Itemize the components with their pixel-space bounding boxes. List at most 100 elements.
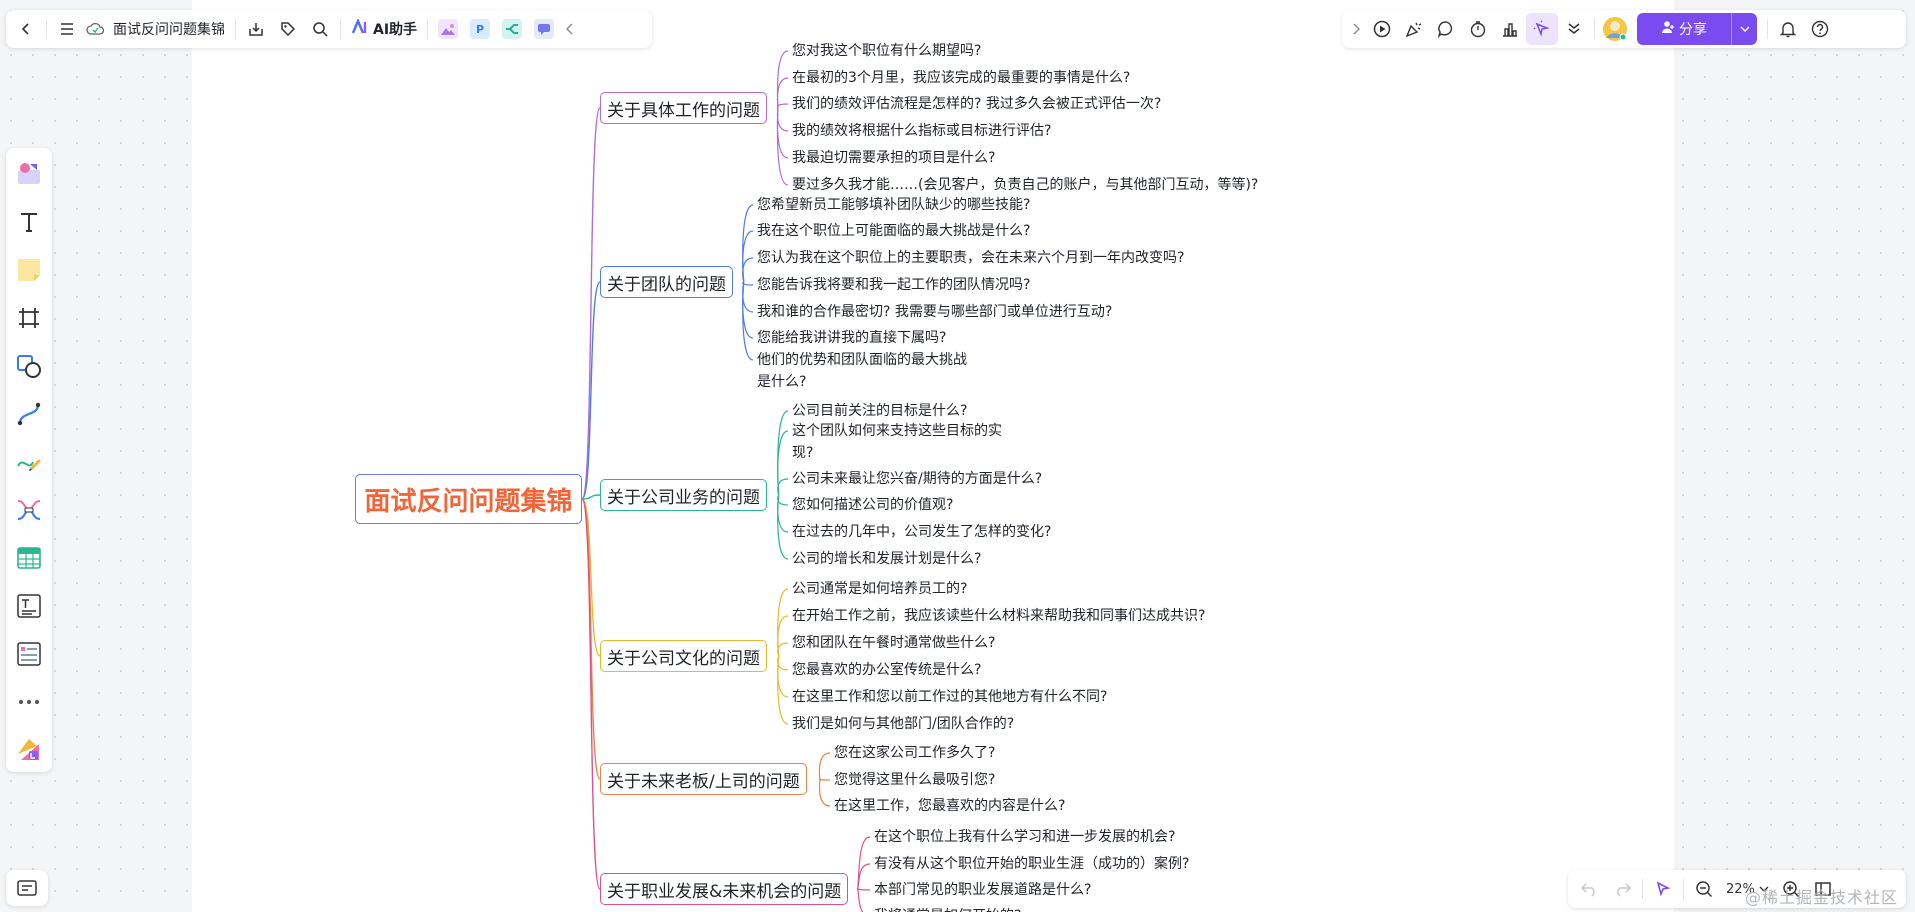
zoom-out-icon[interactable] bbox=[1688, 873, 1720, 905]
text-tool-icon[interactable] bbox=[6, 200, 52, 244]
mindmap-leaf-node[interactable]: 您觉得这里什么最吸引您? bbox=[834, 772, 996, 788]
more-tools-icon[interactable] bbox=[6, 680, 52, 724]
mindmap-leaf-node[interactable]: 您对我这个职位有什么期望吗? bbox=[792, 43, 982, 59]
topic-connector bbox=[776, 107, 789, 186]
plugin-store-icon[interactable] bbox=[6, 728, 52, 772]
minimap-toggle-icon[interactable] bbox=[6, 870, 48, 906]
download-icon[interactable] bbox=[240, 13, 272, 45]
mindmap-leaf-node[interactable]: 在开始工作之前，我应该读些什么材料来帮助我和同事们达成共识? bbox=[792, 608, 1206, 624]
search-icon[interactable] bbox=[304, 13, 336, 45]
topic-connector bbox=[856, 863, 871, 890]
person-add-icon bbox=[1661, 20, 1675, 38]
topic-connector bbox=[777, 655, 789, 698]
double-chevron-down-icon[interactable] bbox=[1558, 13, 1590, 45]
hamburger-icon[interactable] bbox=[51, 13, 83, 45]
template-icon[interactable] bbox=[6, 152, 52, 196]
mindmap-leaf-node[interactable]: 本部门常见的职业发展道路是什么? bbox=[874, 882, 1092, 898]
mindmap-leaf-node[interactable]: 我们是如何与其他部门/团队合作的? bbox=[792, 716, 1015, 732]
list-card-icon[interactable] bbox=[6, 632, 52, 676]
avatar[interactable] bbox=[1599, 13, 1631, 45]
zoom-level[interactable]: 22% bbox=[1726, 881, 1755, 897]
mindmap-leaf-node[interactable]: 您能告诉我将要和我一起工作的团队情况吗? bbox=[757, 277, 1031, 293]
mindmap-leaf-node[interactable]: 我将通常是如何开始的? bbox=[874, 905, 1021, 912]
mindmap-topic-node[interactable]: 关于公司业务的问题 bbox=[600, 479, 767, 511]
select-cursor-icon[interactable] bbox=[1647, 873, 1679, 905]
mindmap-topic-node[interactable]: 关于具体工作的问题 bbox=[600, 92, 767, 124]
redo-icon[interactable] bbox=[1606, 873, 1638, 905]
share-dropdown-chevron-icon[interactable] bbox=[1731, 13, 1757, 45]
text-card-icon[interactable] bbox=[6, 584, 52, 628]
pen-tool-icon[interactable] bbox=[6, 440, 52, 484]
document-title[interactable]: 面试反问问题集锦 bbox=[113, 22, 225, 38]
chevron-down-icon[interactable] bbox=[1759, 882, 1769, 897]
mindmap-leaf-node[interactable]: 要过多久我才能……(会见客户，负责自己的账户，与其他部门互动，等等)? bbox=[792, 177, 1259, 193]
mindmap-topic-node[interactable]: 关于公司文化的问题 bbox=[600, 640, 767, 672]
mindmap-leaf-node[interactable]: 有没有从这个职位开始的职业生涯（成功的）案例? bbox=[874, 856, 1190, 872]
help-icon[interactable] bbox=[1804, 13, 1836, 45]
fit-screen-icon[interactable] bbox=[1807, 873, 1839, 905]
top-left-toolbar: 面试反问问题集锦 AI助手 P bbox=[6, 10, 652, 48]
mindmap-leaf-node[interactable]: 您在这家公司工作多久了? bbox=[834, 745, 996, 761]
frame-tool-icon[interactable] bbox=[6, 296, 52, 340]
bell-icon[interactable] bbox=[1772, 13, 1804, 45]
comment-icon[interactable] bbox=[1430, 13, 1462, 45]
mindmap-leaf-node[interactable]: 公司通常是如何培养员工的? bbox=[792, 581, 968, 597]
divider bbox=[46, 19, 47, 39]
image-plugin-icon[interactable] bbox=[438, 19, 459, 39]
chevron-right-icon[interactable] bbox=[1346, 13, 1366, 45]
laser-pointer-icon[interactable] bbox=[1526, 13, 1558, 45]
mindmap-topic-node[interactable]: 关于未来老板/上司的问题 bbox=[600, 763, 807, 795]
top-right-toolbar: 分享 bbox=[1342, 10, 1906, 48]
mindmap-leaf-node[interactable]: 我和谁的合作最密切? 我需要与哪些部门或单位进行互动? bbox=[757, 304, 1113, 320]
mindmap-leaf-node[interactable]: 我最迫切需要承担的项目是什么? bbox=[792, 150, 996, 166]
arrow-left-icon[interactable] bbox=[10, 13, 42, 45]
topic-connector bbox=[777, 642, 789, 657]
connector-tool-icon[interactable] bbox=[6, 392, 52, 436]
mindmap-leaf-node[interactable]: 公司的增长和发展计划是什么? bbox=[792, 551, 982, 567]
comment-plugin-icon[interactable] bbox=[534, 19, 555, 39]
mindmap-plugin-icon[interactable] bbox=[502, 19, 523, 39]
mindmap-leaf-node[interactable]: 公司目前关注的目标是什么? bbox=[792, 403, 968, 419]
p-plugin-icon[interactable]: P bbox=[470, 19, 491, 39]
topic-connector bbox=[777, 430, 789, 496]
mindmap-leaf-node[interactable]: 在这个职位上我有什么学习和进一步发展的机会? bbox=[874, 829, 1176, 845]
tag-icon[interactable] bbox=[272, 13, 304, 45]
mindmap-leaf-node[interactable]: 您和团队在午餐时通常做些什么? bbox=[792, 635, 996, 651]
play-presentation-icon[interactable] bbox=[1366, 13, 1398, 45]
mindmap-leaf-node[interactable]: 在最初的3个月里，我应该完成的最重要的事情是什么? bbox=[792, 70, 1131, 86]
zoom-in-icon[interactable] bbox=[1775, 873, 1807, 905]
timer-icon[interactable] bbox=[1462, 13, 1494, 45]
mindmap-root-node[interactable]: 面试反问问题集锦 bbox=[355, 474, 582, 524]
chevron-left-icon[interactable] bbox=[560, 13, 580, 45]
shape-tool-icon[interactable] bbox=[6, 344, 52, 388]
divider bbox=[427, 19, 429, 39]
mindmap-leaf-node[interactable]: 我的绩效将根据什么指标或目标进行评估? bbox=[792, 123, 1052, 139]
mindmap-leaf-node[interactable]: 我们的绩效评估流程是怎样的? 我过多久会被正式评估一次? bbox=[792, 96, 1162, 112]
mindmap-leaf-node[interactable]: 公司未来最让您兴奋/期待的方面是什么? bbox=[792, 471, 1043, 487]
mindmap-topic-node[interactable]: 关于团队的问题 bbox=[600, 266, 733, 298]
bottom-right-controls: 22% bbox=[1568, 870, 1906, 908]
undo-icon[interactable] bbox=[1574, 873, 1606, 905]
share-button[interactable]: 分享 bbox=[1637, 13, 1757, 45]
mindmap-leaf-node[interactable]: 我在这个职位上可能面临的最大挑战是什么? bbox=[757, 223, 1031, 239]
mindmap-leaf-node[interactable]: 您如何描述公司的价值观? bbox=[792, 497, 954, 513]
root-connector bbox=[581, 281, 601, 500]
mindmap-leaf-node[interactable]: 您认为我在这个职位上的主要职责，会在未来六个月到一年内改变吗? bbox=[757, 250, 1185, 266]
mindmap-leaf-node[interactable]: 在这里工作，您最喜欢的内容是什么? bbox=[834, 798, 1066, 814]
mindmap-leaf-node[interactable]: 在过去的几年中，公司发生了怎样的变化? bbox=[792, 524, 1052, 540]
mindmap-tool-icon[interactable] bbox=[6, 488, 52, 532]
sticky-note-icon[interactable] bbox=[6, 248, 52, 292]
mindmap-leaf-node[interactable]: 您最喜欢的办公室传统是什么? bbox=[792, 662, 982, 678]
topic-connector bbox=[777, 478, 789, 496]
table-tool-icon[interactable] bbox=[6, 536, 52, 580]
mindmap-leaf-node[interactable]: 他们的优势和团队面临的最大挑战是什么? bbox=[757, 352, 967, 390]
mindmap-leaf-node[interactable]: 您希望新员工能够填补团队缺少的哪些技能? bbox=[757, 197, 1031, 213]
mindmap-topic-node[interactable]: 关于职业发展&未来机会的问题 bbox=[600, 873, 849, 905]
mindmap-leaf-node[interactable]: 您能给我讲讲我的直接下属吗? bbox=[757, 330, 947, 346]
vote-icon[interactable] bbox=[1494, 13, 1526, 45]
mindmap-leaf-node[interactable]: 这个团队如何来支持这些目标的实现? bbox=[792, 423, 1002, 461]
mindmap-leaf-node[interactable]: 在这里工作和您以前工作过的其他地方有什么不同? bbox=[792, 689, 1108, 705]
topic-connector bbox=[776, 107, 789, 132]
celebrate-icon[interactable] bbox=[1398, 13, 1430, 45]
ai-assistant-button[interactable]: AI助手 bbox=[351, 17, 417, 39]
